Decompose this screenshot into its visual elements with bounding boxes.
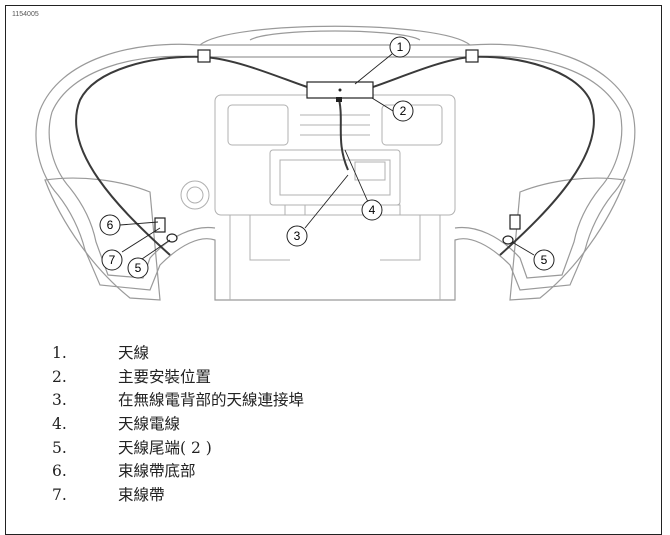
legend-item: 3. 在無線電背部的天線連接埠: [52, 389, 304, 413]
legend-number: 1.: [52, 344, 67, 362]
callout-5-right: 5: [533, 249, 555, 271]
svg-text:5: 5: [541, 253, 548, 267]
svg-text:5: 5: [135, 261, 142, 275]
svg-text:7: 7: [109, 253, 116, 267]
legend-item: 5. 天線尾端( 2 ): [52, 437, 304, 461]
legend-number: 4.: [52, 415, 67, 434]
antenna-wire: [75, 55, 595, 256]
legend-number: 6.: [52, 462, 67, 481]
radio-assembly: [180, 94, 456, 300]
legend-text: 束線帶: [118, 486, 165, 505]
leader-lines: [119, 53, 535, 260]
callout-7: 7: [101, 249, 123, 271]
legend-number: 2.: [52, 367, 67, 386]
legend-text: 天線電線: [118, 415, 181, 434]
cable-ties: [154, 49, 521, 233]
legend-number: 7.: [52, 486, 67, 505]
callout-1: 1: [389, 36, 411, 58]
legend-text: 天線: [118, 344, 150, 362]
legend-list: 1. 天線 2. 主要安裝位置 3. 在無線電背部的天線連接埠 4. 天線電線 5. 天線…: [52, 342, 304, 508]
svg-text:6: 6: [107, 218, 114, 232]
svg-text:4: 4: [369, 203, 376, 217]
callout-6: 6: [99, 214, 121, 236]
callout-5-left: 5: [127, 257, 149, 279]
legend-text: 天線尾端( 2 ): [118, 438, 212, 457]
legend-item: 1. 天線: [52, 342, 304, 366]
legend-text: 在無線電背部的天線連接埠: [118, 391, 305, 410]
callout-4: 4: [361, 199, 383, 221]
legend-item: 2. 主要安裝位置: [52, 366, 304, 390]
legend-item: 7. 束線帶: [52, 484, 304, 508]
fairing-outline: [35, 25, 636, 301]
antenna-unit: [306, 81, 374, 102]
svg-text:3: 3: [294, 229, 301, 243]
svg-text:1: 1: [397, 40, 404, 54]
legend-number: 5.: [52, 438, 67, 457]
callout-3: 3: [286, 225, 308, 247]
legend-number: 3.: [52, 391, 67, 410]
legend-item: 6. 束線帶底部: [52, 460, 304, 484]
figure-id: 1154005: [12, 11, 39, 18]
callout-2: 2: [392, 100, 414, 122]
legend-item: 4. 天線電線: [52, 413, 304, 437]
legend-text: 主要安裝位置: [118, 367, 212, 386]
antenna-installation-diagram: 1 2 3 4 6 7 5 5: [35, 25, 636, 301]
callouts: 1 2 3 4 6 7 5 5: [99, 36, 555, 279]
svg-text:2: 2: [400, 104, 407, 118]
legend-text: 束線帶底部: [118, 462, 196, 481]
